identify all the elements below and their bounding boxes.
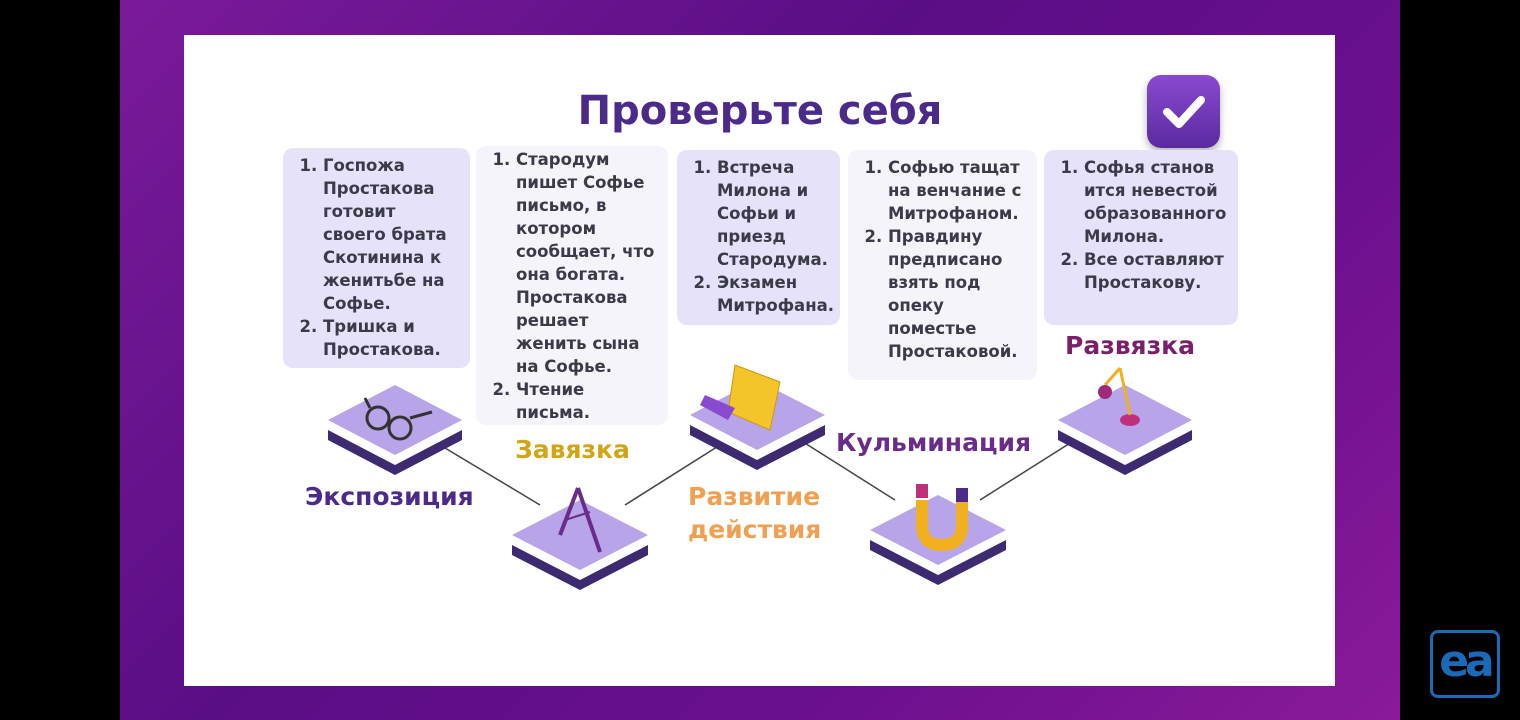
list-item: Тришка и Простакова. [323, 315, 462, 361]
exposition-box: Госпожа Простакова готовит своего брата … [283, 148, 470, 368]
page-title: Проверьте себя [577, 88, 943, 134]
climax-box: Софью тащат на венчание с Митрофаном.Пра… [848, 150, 1037, 380]
connector-line [624, 444, 721, 506]
lamp-icon [1098, 367, 1140, 426]
development-box: Встреча Милона и Софьи и приезд Стародум… [677, 150, 840, 325]
compass-icon [558, 487, 602, 553]
compass-platform [512, 487, 648, 590]
magnet-platform [870, 484, 1006, 585]
label-climax: Кульминация [836, 428, 1032, 457]
list-item: Все оставляют Простакову. [1084, 248, 1230, 294]
channel-logo: ea [1430, 630, 1500, 698]
list-item: Правдину предписано взять под опеку поме… [888, 225, 1029, 363]
list-item: Экзамен Митрофана. [717, 271, 834, 317]
book-icon [700, 364, 781, 431]
resolution-box: Софья станов ится невестой образованного… [1044, 150, 1238, 325]
list-item: Софью тащат на венчание с Митрофаном. [888, 156, 1029, 225]
label-exposition: Экспозиция [305, 482, 474, 511]
magnet-icon [916, 484, 968, 552]
lamp-platform [1058, 367, 1192, 475]
list-item: Встреча Милона и Софьи и приезд Стародум… [717, 156, 832, 271]
glasses-icon [363, 397, 433, 441]
connector-line [439, 444, 541, 506]
label-development-1: Развитие [688, 482, 821, 511]
glasses-platform [328, 385, 462, 475]
book-platform [690, 364, 825, 470]
label-resolution: Развязка [1065, 331, 1195, 360]
connector-line [799, 439, 896, 501]
list-item: Стародум пишет Софье письмо, в котором с… [516, 148, 660, 378]
check-icon [1147, 75, 1220, 148]
list-item: Чтение письма. [516, 378, 660, 424]
list-item: Софья станов ится невестой образованного… [1084, 156, 1230, 248]
label-plot: Завязка [515, 435, 630, 464]
connector-line [979, 439, 1076, 501]
label-development-2: действия [688, 515, 822, 544]
plot-box: Стародум пишет Софье письмо, в котором с… [476, 146, 668, 425]
list-item: Госпожа Простакова готовит своего брата … [323, 154, 462, 315]
